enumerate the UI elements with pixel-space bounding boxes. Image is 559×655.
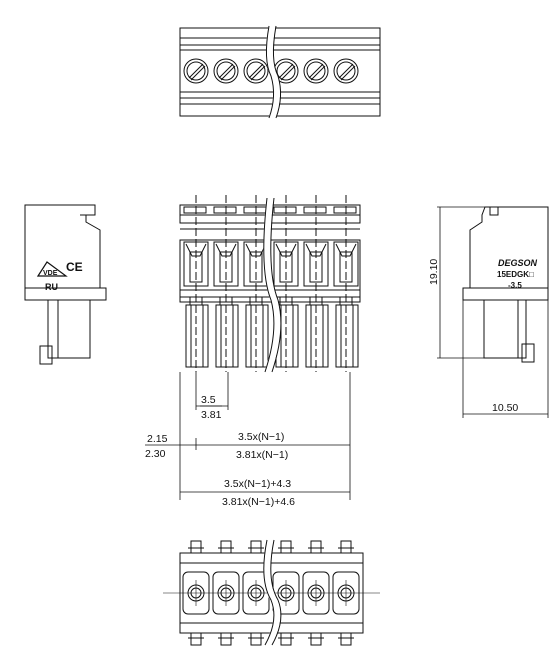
bottom-socket: [332, 571, 360, 615]
pole-pin: [245, 304, 269, 368]
model-label: 15EDGK□: [497, 270, 534, 279]
dim-total-b: 3.81x(N−1)+4.6: [222, 496, 295, 508]
dim-offset-b: 2.30: [145, 448, 166, 460]
bottom-top-tab: [220, 540, 232, 554]
bottom-socket: [212, 571, 240, 615]
bottom-bottom-tab: [220, 632, 232, 646]
dim-height: 19.10: [428, 259, 440, 285]
vde-mark: VDE: [43, 270, 58, 277]
right-side-view: [462, 206, 549, 363]
pole-top-slot: [213, 206, 237, 214]
dim-span-a: 3.5x(N−1): [238, 431, 284, 443]
pole-top-slot: [333, 206, 357, 214]
left-side-view: [24, 204, 107, 365]
screw-head: [333, 58, 359, 84]
bottom-socket: [302, 571, 330, 615]
bottom-view-poles: [182, 540, 360, 646]
bottom-top-tab: [310, 540, 322, 554]
bottom-bottom-tab: [190, 632, 202, 646]
bottom-bottom-tab: [310, 632, 322, 646]
pole-opening: [273, 241, 299, 287]
screw-head: [213, 58, 239, 84]
pole-opening: [213, 241, 239, 287]
pole-opening: [333, 241, 359, 287]
ce-mark: CE: [66, 260, 83, 274]
pole-top-slot: [183, 206, 207, 214]
front-dimensions: [145, 372, 351, 500]
bottom-view: [163, 539, 380, 647]
pole-pin: [185, 304, 209, 368]
front-view: [179, 195, 361, 374]
pole-pin: [215, 304, 239, 368]
pole-opening: [303, 241, 329, 287]
bottom-bottom-tab: [250, 632, 262, 646]
pole-pin: [305, 304, 329, 368]
brand-label: DEGSON: [498, 258, 538, 268]
bottom-socket: [182, 571, 210, 615]
side-dimensions: [437, 206, 549, 418]
pole-opening: [183, 241, 209, 287]
dim-total-a: 3.5x(N−1)+4.3: [224, 478, 291, 490]
screw-head: [243, 58, 269, 84]
vde-logo: VDE: [36, 261, 68, 277]
pole-pin: [335, 304, 359, 368]
bottom-top-tab: [280, 540, 292, 554]
top-view-screws: [183, 58, 359, 84]
top-view-outline: [179, 27, 381, 117]
pole-top-slot: [243, 206, 267, 214]
dim-pitch-b: 3.81: [201, 409, 222, 421]
ul-mark: RU: [45, 282, 58, 292]
bottom-bottom-tab: [340, 632, 352, 646]
dim-pitch-a: 3.5: [201, 394, 216, 406]
bottom-bottom-tab: [280, 632, 292, 646]
pole-top-slot: [273, 206, 297, 214]
screw-head: [183, 58, 209, 84]
bottom-top-tab: [250, 540, 262, 554]
screw-head: [303, 58, 329, 84]
pole-top-slot: [303, 206, 327, 214]
pitch-label: -3.5: [508, 281, 522, 290]
top-view: [179, 25, 381, 120]
bottom-top-tab: [190, 540, 202, 554]
dim-span-b: 3.81x(N−1): [236, 449, 288, 461]
dim-depth: 10.50: [492, 402, 518, 414]
dim-offset-a: 2.15: [147, 433, 168, 445]
bottom-top-tab: [340, 540, 352, 554]
